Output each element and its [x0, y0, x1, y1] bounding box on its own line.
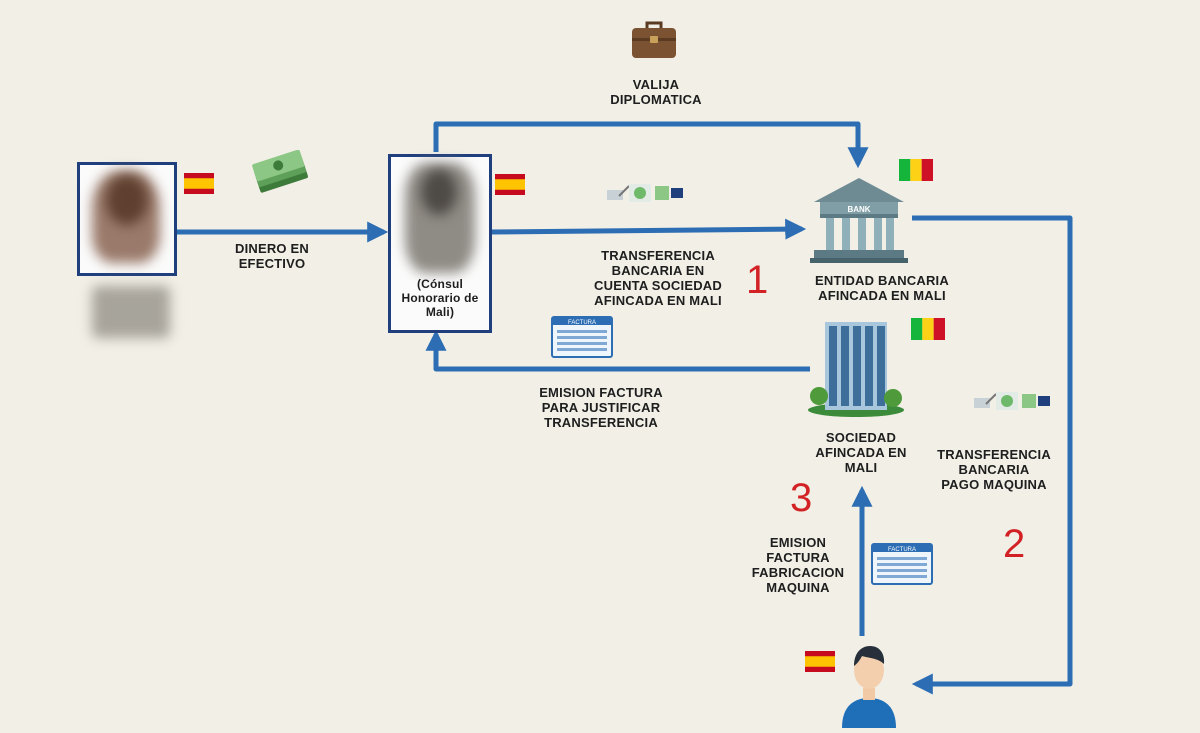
flag-spain-icon	[805, 651, 835, 672]
label-emision-factura-fabricacion: EMISION FACTURA FABRICACION MAQUINA	[751, 535, 845, 595]
label-consul: (Cónsul Honorario de Mali)	[401, 277, 479, 319]
step-number-3: 3	[790, 476, 813, 520]
step-number-2: 2	[1003, 522, 1026, 566]
flag-spain-icon	[184, 173, 214, 194]
flag-mali-icon	[911, 318, 945, 340]
flag-spain-icon	[495, 174, 525, 195]
arrow-valija-to-bank	[433, 121, 869, 169]
bank-sign-text: BANK	[847, 205, 870, 214]
bank-building-icon: BANK	[810, 178, 908, 263]
arrow-bank-to-supplier	[911, 215, 1073, 695]
arrow-invoice-to-consul	[425, 329, 810, 372]
person-icon	[842, 646, 896, 728]
invoice-icon: FACTURA	[551, 316, 613, 358]
blurred-caption-left	[92, 286, 170, 338]
consul-photo-frame: (Cónsul Honorario de Mali)	[388, 154, 492, 333]
label-transferencia-2: TRANSFERENCIA BANCARIA PAGO MAQUINA	[937, 447, 1051, 492]
blurred-face-detail	[106, 175, 148, 225]
invoice-icon: FACTURA	[871, 543, 933, 585]
invoice-header-text: FACTURA	[568, 320, 596, 326]
office-building-icon	[808, 322, 904, 417]
label-emision-factura-justificar: EMISION FACTURA PARA JUSTIFICAR TRANSFER…	[539, 385, 663, 430]
step-number-1: 1	[746, 258, 769, 302]
label-entidad-bancaria: ENTIDAD BANCARIA AFINCADA EN MALI	[815, 273, 949, 303]
blurred-face-consul-detail	[421, 169, 457, 215]
label-dinero-efectivo: DINERO EN EFECTIVO	[234, 241, 310, 271]
cash-stack-icon	[252, 150, 308, 193]
label-sociedad: SOCIEDAD AFINCADA EN MALI	[815, 430, 907, 475]
arrow-transfer-to-bank	[489, 218, 807, 240]
label-valija: VALIJA DIPLOMATICA	[610, 77, 702, 107]
flag-mali-icon	[899, 159, 933, 181]
person-photo-frame-left	[77, 162, 177, 276]
money-transfer-icon	[974, 392, 1050, 410]
label-transferencia-1: TRANSFERENCIA BANCARIA EN CUENTA SOCIEDA…	[594, 248, 722, 308]
briefcase-icon	[632, 21, 676, 58]
invoice-header-text: FACTURA	[888, 547, 916, 553]
money-transfer-icon	[607, 184, 683, 202]
